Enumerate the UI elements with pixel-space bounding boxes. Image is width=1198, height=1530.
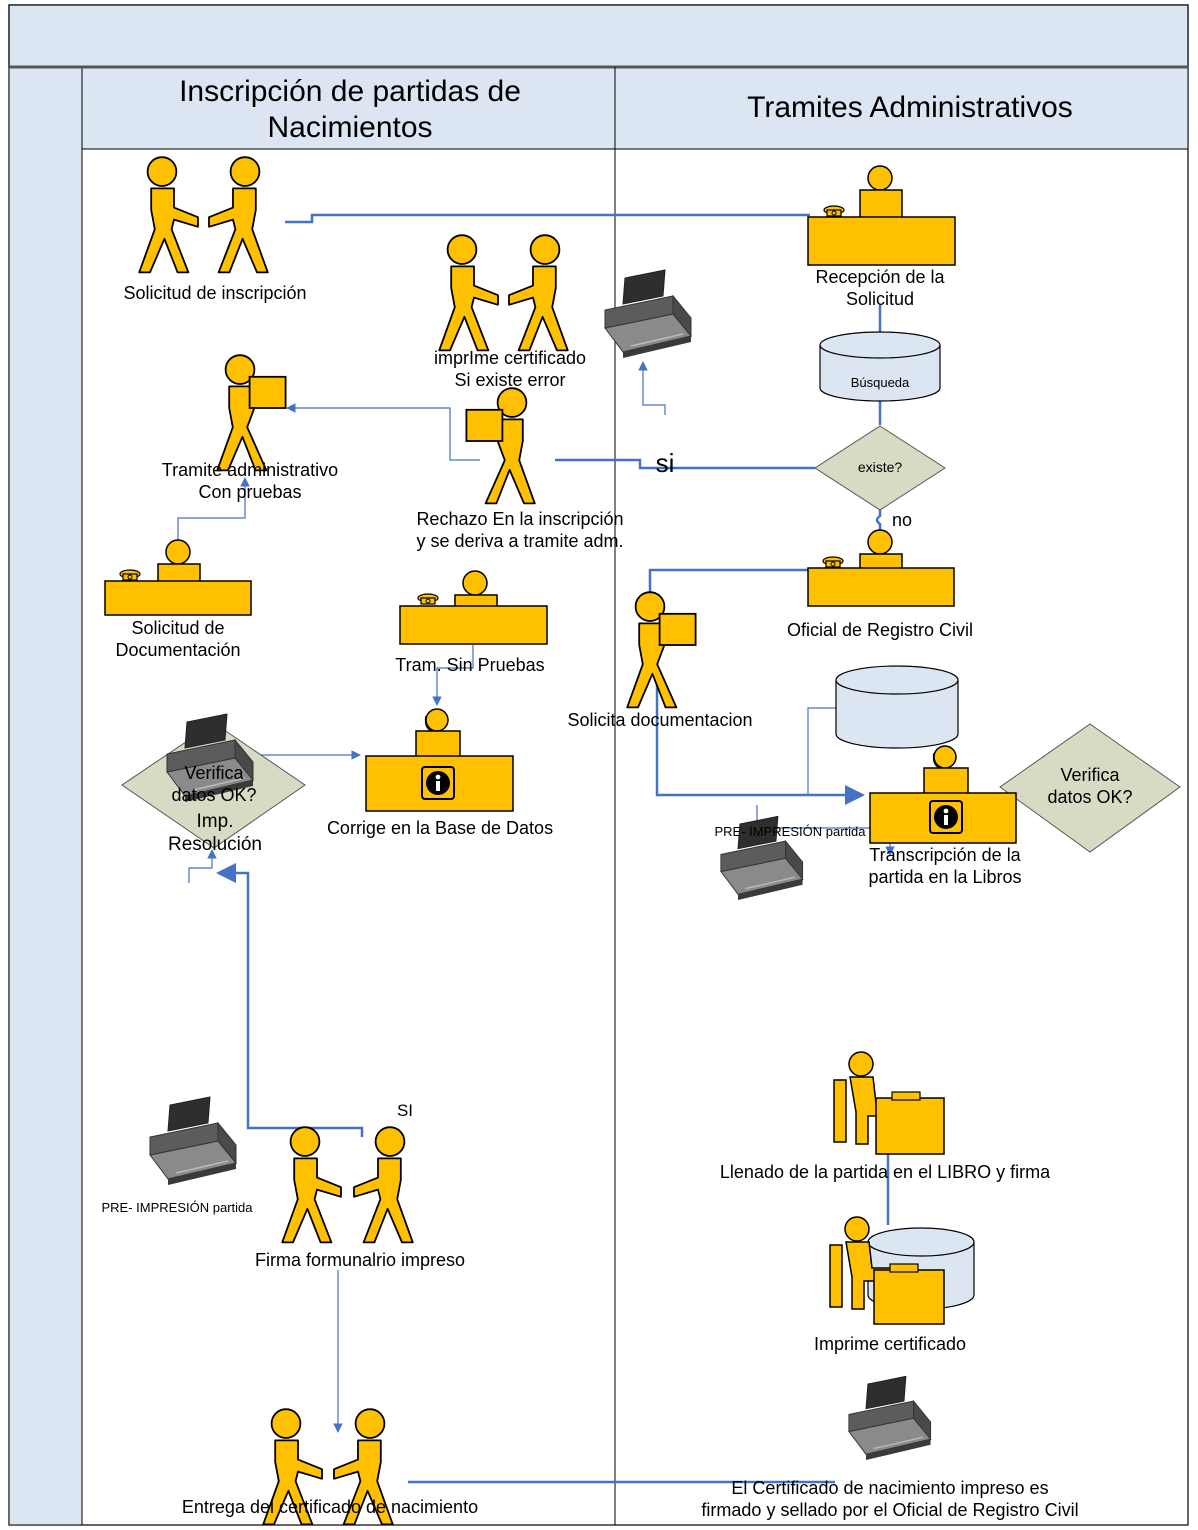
label-busqueda: Búsqueda xyxy=(850,375,910,390)
label-line: Verifica xyxy=(1060,765,1120,785)
label-certificado-impreso: El Certificado de nacimiento impreso es … xyxy=(650,1478,1130,1522)
label-imp-resolucion: Imp. Resolución xyxy=(150,810,280,856)
label-line: Documentación xyxy=(115,639,241,660)
decision-diamond-verifica-right xyxy=(999,723,1181,853)
label-line: Recepción de la xyxy=(815,267,945,287)
label-line: Verifica xyxy=(184,763,244,783)
label-tram-sin-pruebas: Tram. Sin Pruebas xyxy=(395,655,545,675)
label-imprime-certificado-right: Imprime certificado xyxy=(813,1334,967,1354)
label-pre-impresion-right: PRE- IMPRESIÓN partida xyxy=(714,824,866,839)
label-existe: existe? xyxy=(857,459,903,475)
label-solicitud-inscripcion: Solicitud de inscripción xyxy=(123,283,307,303)
information-desk-icon xyxy=(869,745,1017,844)
label-solicitud-documentacion: Solicitud de Documentación xyxy=(88,618,268,662)
decision-diamond-existe xyxy=(814,425,946,511)
label-line: Rechazo En la inscripción xyxy=(416,509,624,529)
label-line: datos OK? xyxy=(1047,786,1133,807)
swimlane-frame xyxy=(8,4,1189,1526)
seated-worker-icon xyxy=(833,1051,945,1155)
label-line: Resolución xyxy=(168,834,262,856)
receptionist-desk-icon xyxy=(807,529,955,607)
label-rechazo: Rechazo En la inscripción y se deriva a … xyxy=(375,509,665,553)
label-line: imprIme certificado xyxy=(433,348,587,368)
receptionist-desk-icon xyxy=(807,165,956,266)
receptionist-desk-icon xyxy=(399,570,548,645)
lane-title-line: Inscripción de partidas de xyxy=(179,75,521,108)
database-icon xyxy=(835,665,959,749)
database-icon xyxy=(819,331,941,402)
receptionist-desk-icon xyxy=(104,539,252,616)
label-corrige-bd: Corrige en la Base de Datos xyxy=(326,818,554,838)
lane-title-inscripcion: Inscripción de partidas de Nacimientos xyxy=(120,74,580,146)
label-recepcion: Recepción de la Solicitud xyxy=(770,267,990,311)
label-entrega: Entrega del certificado de nacimiento xyxy=(181,1497,479,1517)
label-verifica-left: Verifica datos OK? xyxy=(154,763,274,807)
label-line: Solicitud xyxy=(845,288,915,309)
lane-title-tramites: Tramites Administrativos xyxy=(747,91,1073,124)
label-firma-formulario: Firma formunalrio impreso xyxy=(254,1250,466,1270)
label-pre-impresion-left: PRE- IMPRESIÓN partida xyxy=(101,1200,253,1215)
label-line: datos OK? xyxy=(171,784,257,805)
label-line: Tramite administrativo xyxy=(161,460,339,480)
label-si: si xyxy=(655,448,675,478)
label-oficial-registro: Oficial de Registro Civil xyxy=(786,620,974,640)
information-desk-icon xyxy=(365,708,514,812)
label-verifica-right: Verifica datos OK? xyxy=(1030,765,1150,809)
label-line: Transcripción de la xyxy=(869,845,1021,865)
label-line: partida en la Libros xyxy=(868,866,1022,887)
label-no: no xyxy=(891,510,913,530)
label-line: y se deriva a tramite adm. xyxy=(416,530,624,551)
label-line: Si existe error xyxy=(454,369,566,390)
label-llenado: Llenado de la partida en el LIBRO y firm… xyxy=(719,1162,1051,1182)
connectors xyxy=(177,213,895,1484)
label-line: Imp. xyxy=(196,811,234,832)
label-transcripcion: Transcripción de la partida en la Libros xyxy=(820,845,1070,889)
seated-worker-icon xyxy=(829,1216,945,1325)
label-tramite-administrativo: Tramite administrativo Con pruebas xyxy=(115,460,385,504)
label-si-upper: SI xyxy=(396,1101,414,1120)
label-line: El Certificado de nacimiento impreso es xyxy=(731,1478,1049,1498)
lane-title-line: Nacimientos xyxy=(267,111,433,144)
label-imprime-certificado: imprIme certificado Si existe error xyxy=(385,348,635,392)
label-line: firmado y sellado por el Oficial de Regi… xyxy=(701,1499,1079,1520)
label-line: Con pruebas xyxy=(198,481,302,502)
label-line: Solicitud de xyxy=(131,618,225,638)
label-solicita-documentacion: Solicita documentacion xyxy=(567,710,753,730)
